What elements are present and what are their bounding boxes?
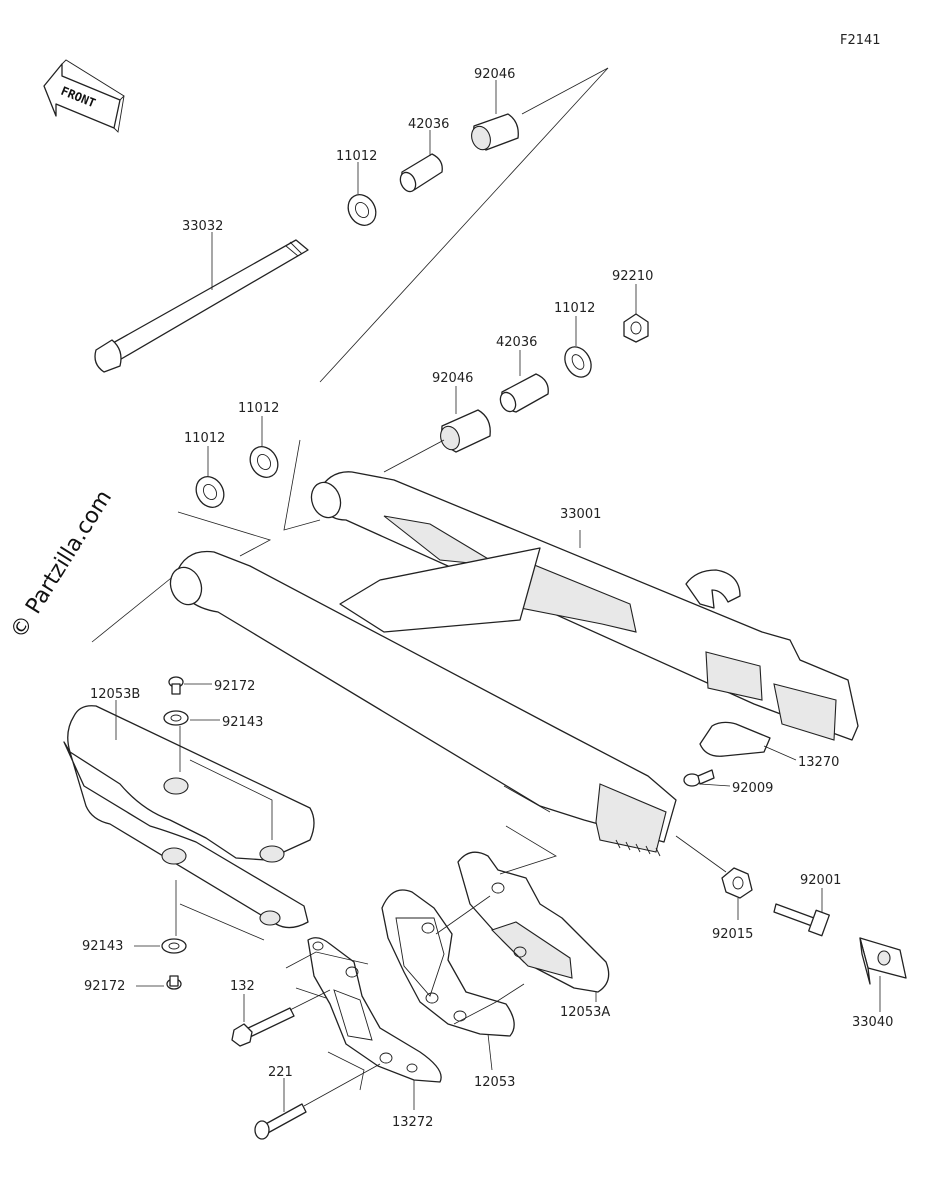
part-13272-plate[interactable] [285, 937, 442, 1110]
label-33040: 33040 [852, 1015, 893, 1030]
part-92210-nut[interactable] [623, 284, 649, 343]
assembly-line-top [319, 67, 609, 383]
assembly-line-left [283, 439, 321, 531]
label-92172-bot: 92172 [84, 979, 125, 994]
part-92143-bot-washer[interactable] [134, 938, 187, 954]
label-11012-left1: 11012 [184, 431, 225, 446]
label-33001: 33001 [560, 507, 601, 522]
part-33001-swingarm[interactable] [165, 471, 859, 857]
part-221-bolt[interactable] [254, 1063, 381, 1140]
diagram-code: F2141 [840, 33, 881, 48]
label-132: 132 [230, 979, 255, 994]
label-13272: 13272 [392, 1115, 433, 1130]
part-13270-plate[interactable] [699, 721, 797, 761]
part-12053B-chain-guide[interactable] [63, 700, 315, 941]
part-92046-top[interactable] [468, 80, 519, 152]
front-arrow-icon: FRONT [43, 59, 125, 133]
part-12053-guide[interactable] [381, 889, 525, 1071]
label-11012-mid: 11012 [554, 301, 595, 316]
part-33040-block[interactable] [859, 937, 907, 1012]
label-92015: 92015 [712, 927, 753, 942]
label-12053A: 12053A [560, 1005, 610, 1020]
part-11012-left1[interactable] [191, 446, 230, 512]
label-92143-bot: 92143 [82, 939, 123, 954]
part-92046-mid[interactable] [437, 386, 491, 453]
label-92172-top: 92172 [214, 679, 255, 694]
part-92001-bolt[interactable] [773, 888, 830, 937]
part-11012-left2[interactable] [245, 416, 284, 482]
part-42036-top[interactable] [397, 130, 443, 194]
part-33032-pivot-shaft[interactable] [94, 232, 309, 373]
part-92009-screw[interactable] [683, 769, 731, 787]
part-11012-top[interactable] [343, 162, 382, 230]
label-42036-top: 42036 [408, 117, 449, 132]
label-92001: 92001 [800, 873, 841, 888]
watermark: © Partzilla.com [6, 486, 117, 643]
label-42036-mid: 42036 [496, 335, 537, 350]
label-92210: 92210 [612, 269, 653, 284]
part-12053A-guide[interactable] [457, 851, 610, 1002]
part-11012-mid[interactable] [560, 316, 597, 382]
part-92172-top-screw[interactable] [168, 676, 212, 695]
part-42036-mid[interactable] [497, 350, 549, 414]
label-221: 221 [268, 1065, 293, 1080]
label-11012-left2: 11012 [238, 401, 279, 416]
part-92143-top-washer[interactable] [163, 710, 220, 726]
label-92143-top: 92143 [222, 715, 263, 730]
label-92046-mid: 92046 [432, 371, 473, 386]
part-92015-nut[interactable] [675, 835, 753, 920]
label-12053: 12053 [474, 1075, 515, 1090]
label-33032: 33032 [182, 219, 223, 234]
part-132-bolt[interactable] [231, 989, 331, 1047]
label-13270: 13270 [798, 755, 839, 770]
label-92009: 92009 [732, 781, 773, 796]
part-92172-bot-screw[interactable] [136, 975, 182, 990]
label-11012-top: 11012 [336, 149, 377, 164]
label-92046-top: 92046 [474, 67, 515, 82]
label-12053B: 12053B [90, 687, 140, 702]
